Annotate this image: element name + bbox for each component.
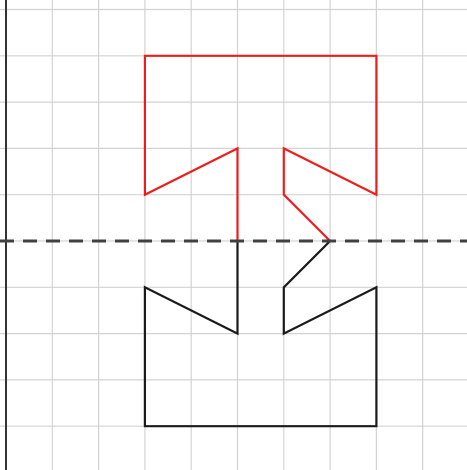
- reflected-shape: [143, 240, 378, 428]
- shapes: [143, 54, 378, 428]
- original-shape: [143, 54, 378, 242]
